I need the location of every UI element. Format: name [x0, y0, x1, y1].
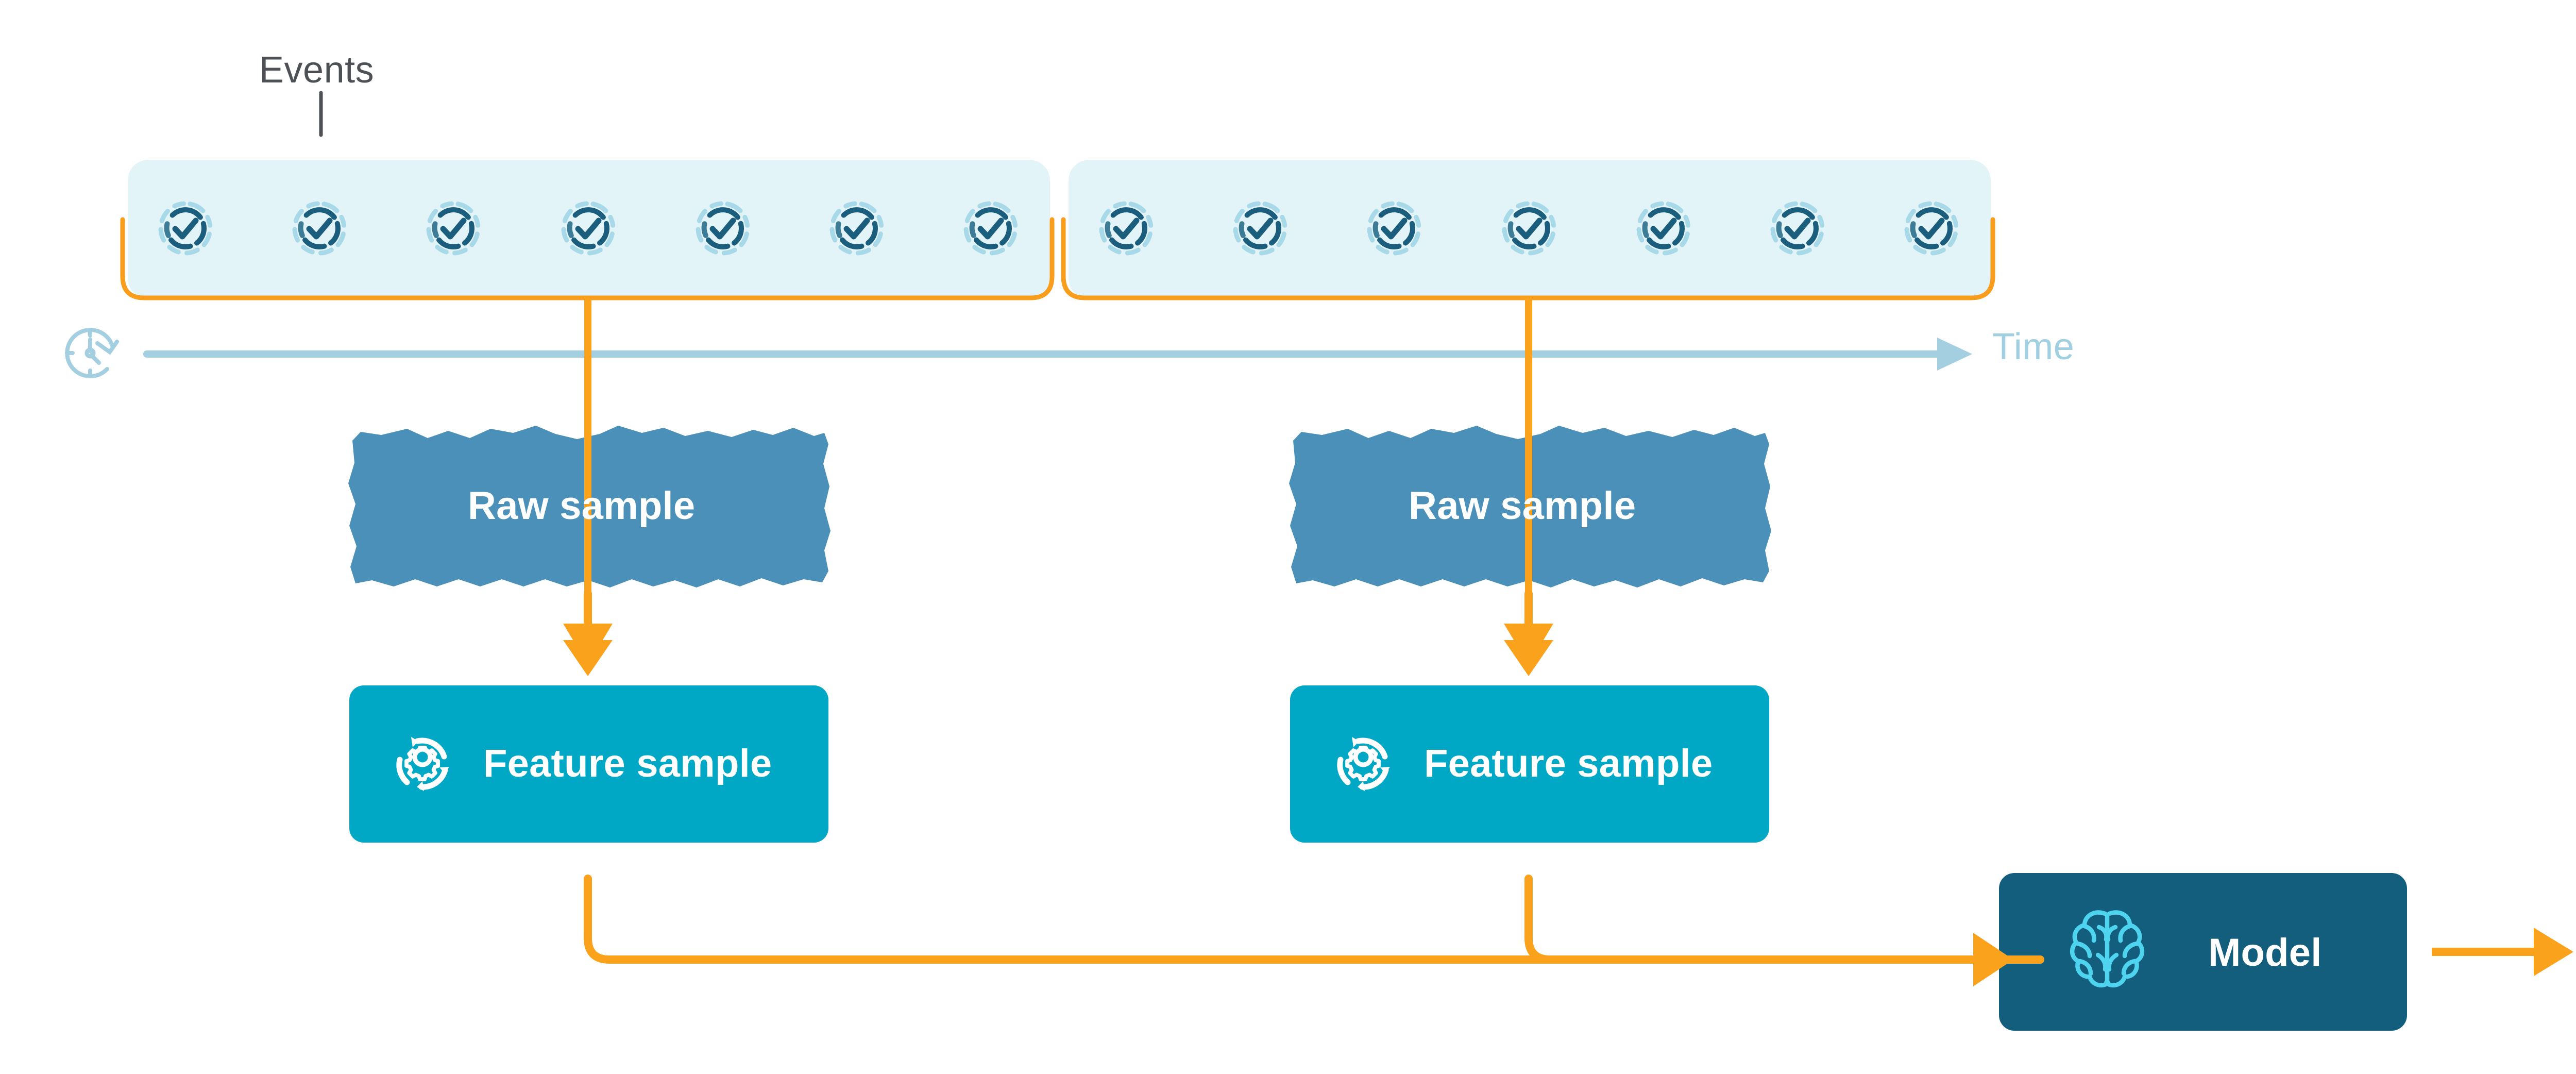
flow-feature1-to-model — [584, 875, 2044, 964]
model-label: Model — [2208, 931, 2322, 975]
events-label: Events — [259, 49, 375, 91]
feature-sample-1-shape — [349, 685, 828, 843]
flow-feature2-to-model — [1524, 875, 2044, 964]
time-axis — [143, 338, 1972, 371]
raw-sample-1-label: Raw sample — [468, 484, 696, 528]
flow-raw2-to-feature2 — [1504, 590, 1553, 676]
event-group-2 — [1069, 160, 1991, 299]
flow-model-to-output — [2432, 928, 2573, 976]
model-shape — [1999, 873, 2407, 1031]
time-axis-label: Time — [1992, 326, 2075, 367]
raw-sample-2-label: Raw sample — [1409, 484, 1636, 528]
feature-sample-1-label: Feature sample — [483, 742, 772, 785]
event-group-1 — [128, 160, 1050, 299]
time-axis-arrowhead — [1937, 338, 1972, 371]
feature-sample-2-label: Feature sample — [1424, 742, 1713, 785]
clock-arrow-icon — [67, 330, 117, 376]
flow-raw1-to-feature1 — [563, 590, 613, 676]
feature-sample-2-shape — [1290, 685, 1769, 843]
model-input-arrowhead — [1973, 933, 2013, 986]
